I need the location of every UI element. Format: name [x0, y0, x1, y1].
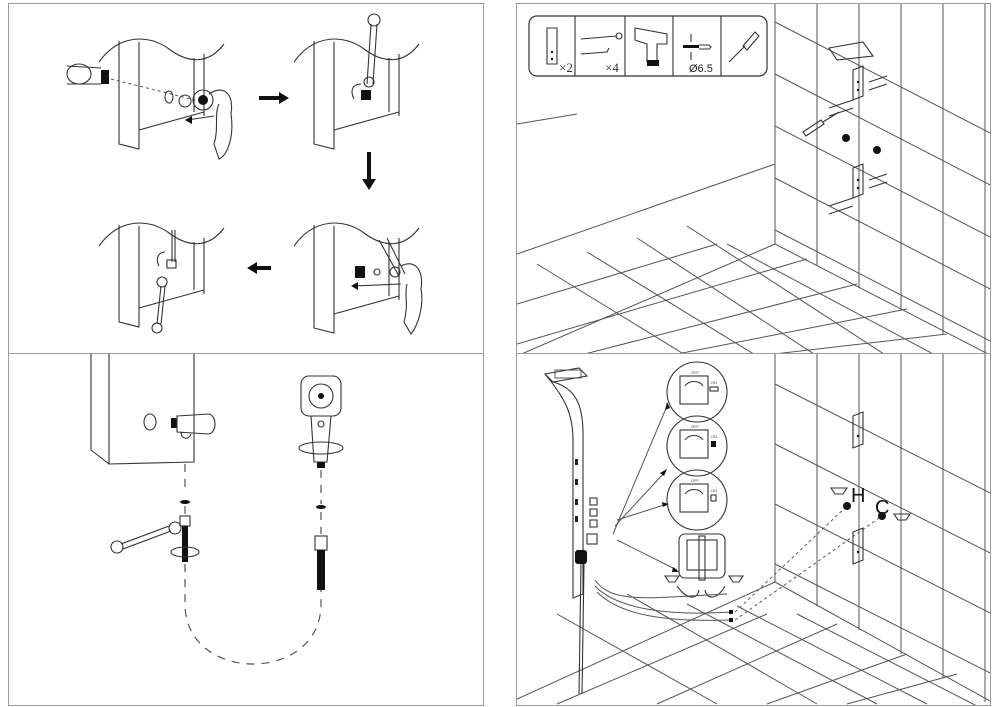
scene-d-tighten	[98, 222, 225, 334]
screw-anchor-icon	[580, 32, 623, 55]
drill-icon	[634, 27, 668, 66]
hose-dashed-loop	[184, 564, 322, 665]
shower-panel	[543, 367, 598, 695]
hot-outlet	[843, 502, 851, 510]
panel-connect-hose	[8, 353, 484, 706]
valve-state-2: OFF ON	[666, 415, 728, 477]
screw-qty: ×4	[605, 60, 619, 75]
diverter-knob-1	[589, 497, 598, 506]
drill-bit-size: Ø6.5	[689, 63, 713, 75]
hand-shower-head	[575, 550, 587, 564]
valve-state-3: OFF ON	[666, 469, 728, 531]
panel-connect-water: OFF ON OFF ON OFF ON	[516, 353, 991, 706]
svg-text:OFF: OFF	[691, 370, 700, 375]
diverter-knob-3	[589, 519, 598, 528]
cold-outlet	[878, 512, 886, 520]
tile-grid	[517, 354, 990, 705]
parts-box: ×2 ×4 Ø6.5	[528, 15, 768, 77]
hot-water-icon	[829, 487, 849, 495]
hand-shower	[298, 375, 344, 468]
wrench-icon	[110, 521, 182, 554]
thermostatic-handle	[663, 533, 745, 598]
lower-bracket	[852, 163, 864, 199]
svg-text:ON: ON	[711, 434, 717, 439]
valve-state-1: OFF ON	[666, 361, 728, 423]
hose-nut-conical	[170, 515, 200, 562]
arrow-right	[259, 92, 289, 104]
screws	[828, 75, 888, 215]
hose-holder	[171, 413, 216, 439]
wall-bracket-upper	[852, 411, 864, 449]
svg-text:OFF: OFF	[691, 424, 700, 429]
panel-remove-fitting	[8, 3, 484, 355]
screwdriver-on-wall	[802, 111, 840, 137]
upper-bracket	[828, 41, 874, 101]
wall-outlet-cold	[873, 146, 881, 154]
scene-c-remove-nut	[293, 222, 423, 335]
wall-outlet-hot	[842, 134, 850, 142]
cold-water-icon	[892, 513, 912, 521]
temperature-knob	[586, 533, 598, 545]
hose-end	[314, 535, 328, 590]
bracket-icon	[546, 27, 558, 65]
cold-label: C	[875, 497, 889, 519]
hot-label: H	[851, 485, 865, 507]
svg-text:ON: ON	[711, 488, 717, 493]
scene-a-remove-fitting	[66, 38, 233, 160]
tile-grid	[517, 4, 990, 354]
diverter-knob-2	[589, 508, 598, 517]
body-jet-nozzles	[575, 459, 578, 522]
drill-bit-icon	[683, 34, 712, 60]
arrow-left	[247, 262, 271, 274]
svg-text:OFF: OFF	[691, 478, 700, 483]
cold-bowl-icon	[727, 575, 745, 583]
scene-b-loosen-nut	[293, 13, 420, 150]
arrow-down	[362, 152, 376, 190]
panel-body-bottom	[90, 354, 195, 465]
wall-bracket-lower	[852, 527, 864, 565]
panel-wall-mount: ×2 ×4 Ø6.5	[516, 3, 991, 355]
screwdriver-icon	[728, 31, 760, 63]
svg-text:ON: ON	[711, 380, 717, 385]
hot-bowl-icon	[663, 575, 681, 583]
bracket-qty: ×2	[559, 60, 573, 75]
